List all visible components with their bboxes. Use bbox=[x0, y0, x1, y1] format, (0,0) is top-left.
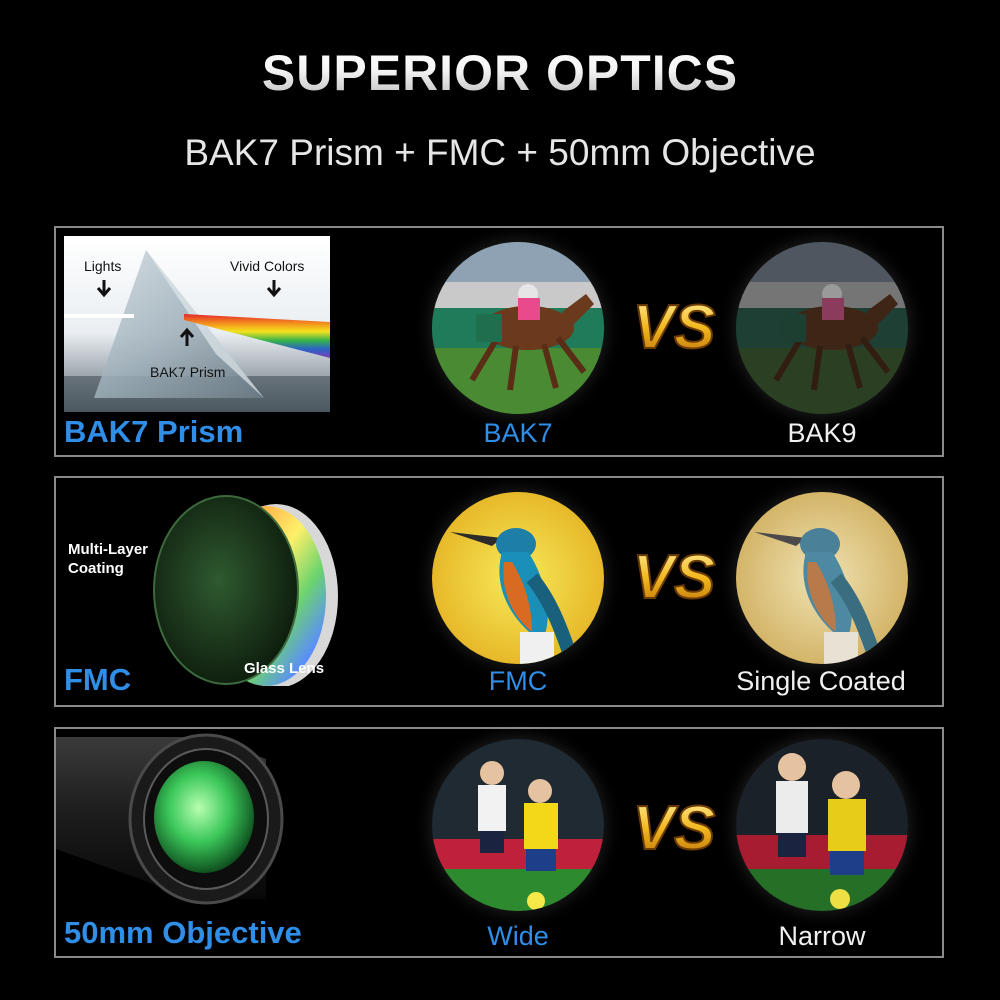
diagram-coating-label: Multi-Layer Coating bbox=[68, 541, 149, 577]
panel-fmc: Multi-Layer Coating Glass Lens FMC bbox=[54, 476, 944, 707]
objective-lens-diagram bbox=[56, 733, 284, 905]
comparison-left-label: BAK7 bbox=[483, 418, 553, 448]
panel-bak7-prism: Lights Vivid Colors BAK7 Prism BAK7 Pris… bbox=[54, 226, 944, 457]
vs-text: VS bbox=[633, 794, 716, 863]
diagram-vivid-colors-label: Vivid Colors bbox=[230, 258, 305, 274]
kingfisher-image bbox=[432, 492, 604, 664]
kingfisher-image-dull bbox=[736, 492, 908, 664]
page-subtitle: BAK7 Prism + FMC + 50mm Objective bbox=[184, 132, 816, 173]
vs-text: VS bbox=[633, 293, 716, 362]
horse-racing-image-dim bbox=[736, 242, 908, 414]
comparison-image-narrow bbox=[736, 739, 908, 911]
diagram-lights-label: Lights bbox=[84, 258, 122, 274]
feature-label: FMC bbox=[64, 662, 132, 697]
comparison-left-label: Wide bbox=[487, 921, 549, 951]
comparison-image-bak7 bbox=[432, 242, 604, 414]
football-players-image-zoomed bbox=[736, 739, 908, 911]
vs-badge: VS bbox=[632, 793, 717, 863]
comparison-image-single-coated bbox=[736, 492, 908, 664]
comparison-left-label: FMC bbox=[488, 666, 548, 696]
feature-label: BAK7 Prism bbox=[64, 414, 244, 449]
panel-50mm-objective: 50mm Objective VS bbox=[54, 727, 944, 958]
prism-diagram bbox=[64, 236, 330, 412]
horse-racing-image bbox=[432, 242, 604, 414]
comparison-right-label: Narrow bbox=[778, 921, 866, 951]
vs-badge: VS bbox=[632, 292, 717, 362]
feature-label: 50mm Objective bbox=[64, 915, 302, 950]
lens-diagram bbox=[153, 495, 338, 686]
comparison-image-bak9 bbox=[736, 242, 908, 414]
comparison-image-wide bbox=[432, 739, 604, 911]
vs-badge: VS bbox=[632, 542, 717, 612]
diagram-glass-lens-label: Glass Lens bbox=[244, 660, 325, 677]
football-players-image bbox=[432, 739, 604, 911]
comparison-right-label: BAK9 bbox=[787, 418, 857, 448]
comparison-right-label: Single Coated bbox=[736, 666, 906, 696]
diagram-prism-label: BAK7 Prism bbox=[150, 364, 226, 380]
vs-text: VS bbox=[633, 543, 716, 612]
comparison-image-fmc bbox=[432, 492, 604, 664]
page-title: SUPERIOR OPTICS bbox=[0, 44, 1000, 102]
